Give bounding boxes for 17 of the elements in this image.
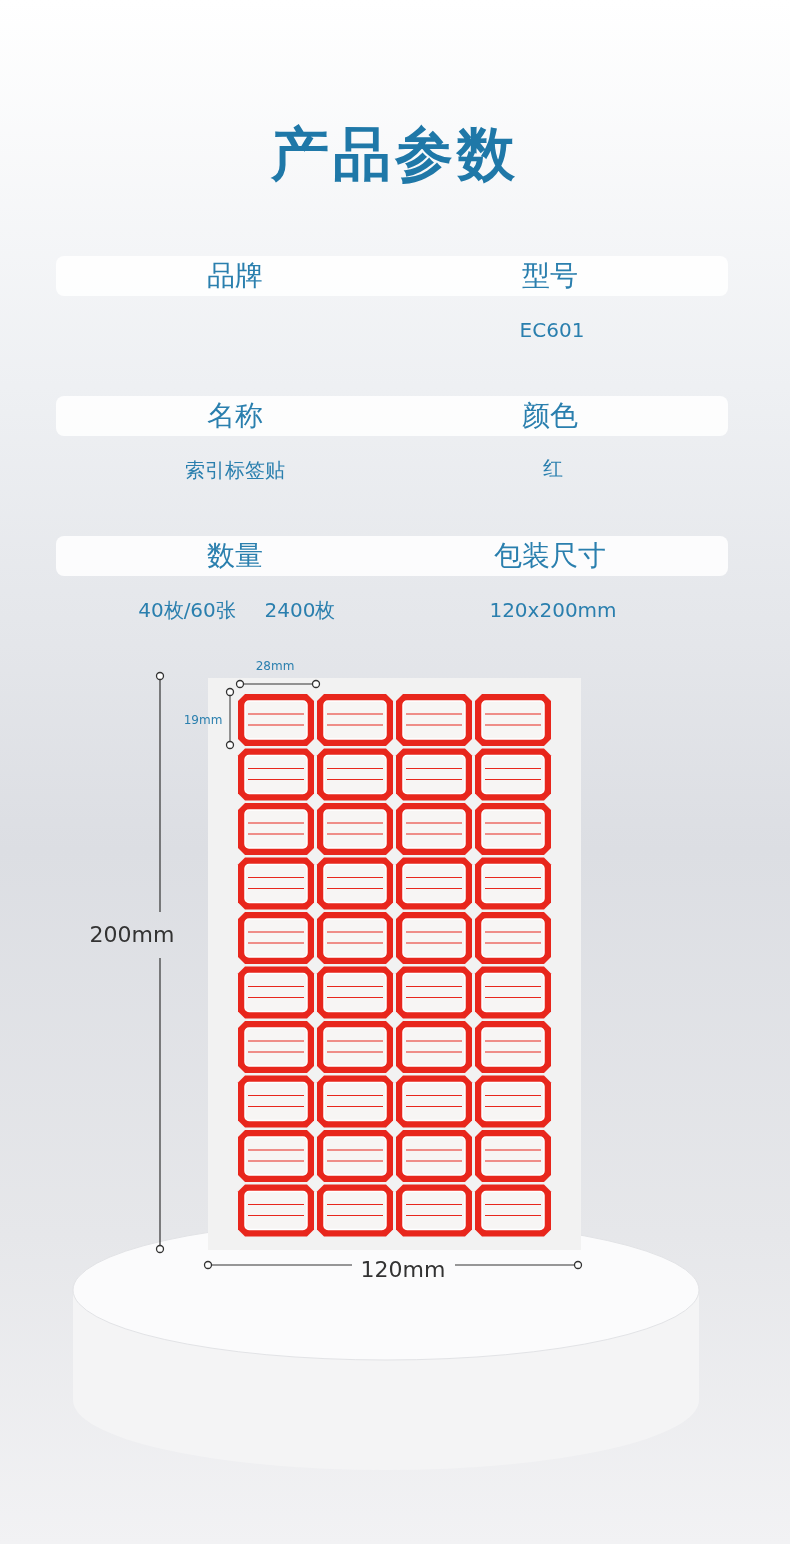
dimension-label: 28mm [255,658,295,674]
dimension-label: 120mm [360,1256,446,1284]
table-value: 120x200mm [489,598,617,622]
table-value: 红 [543,456,563,480]
dimension-label: 19mm [183,712,223,728]
table-value: EC601 [519,318,585,342]
dimension-label: 200mm [89,921,175,949]
table-header: 名称 [207,399,263,433]
table-header: 型号 [522,259,578,293]
table-header: 数量 [207,539,263,573]
table-value: 40枚/60张 [138,598,236,622]
table-value: 2400枚 [264,598,336,622]
table-header: 包装尺寸 [494,539,606,573]
table-header: 颜色 [522,399,578,433]
table-header: 品牌 [207,259,263,293]
table-value: 索引标签贴 [185,458,285,482]
page-title: 产品参数 [271,119,519,190]
